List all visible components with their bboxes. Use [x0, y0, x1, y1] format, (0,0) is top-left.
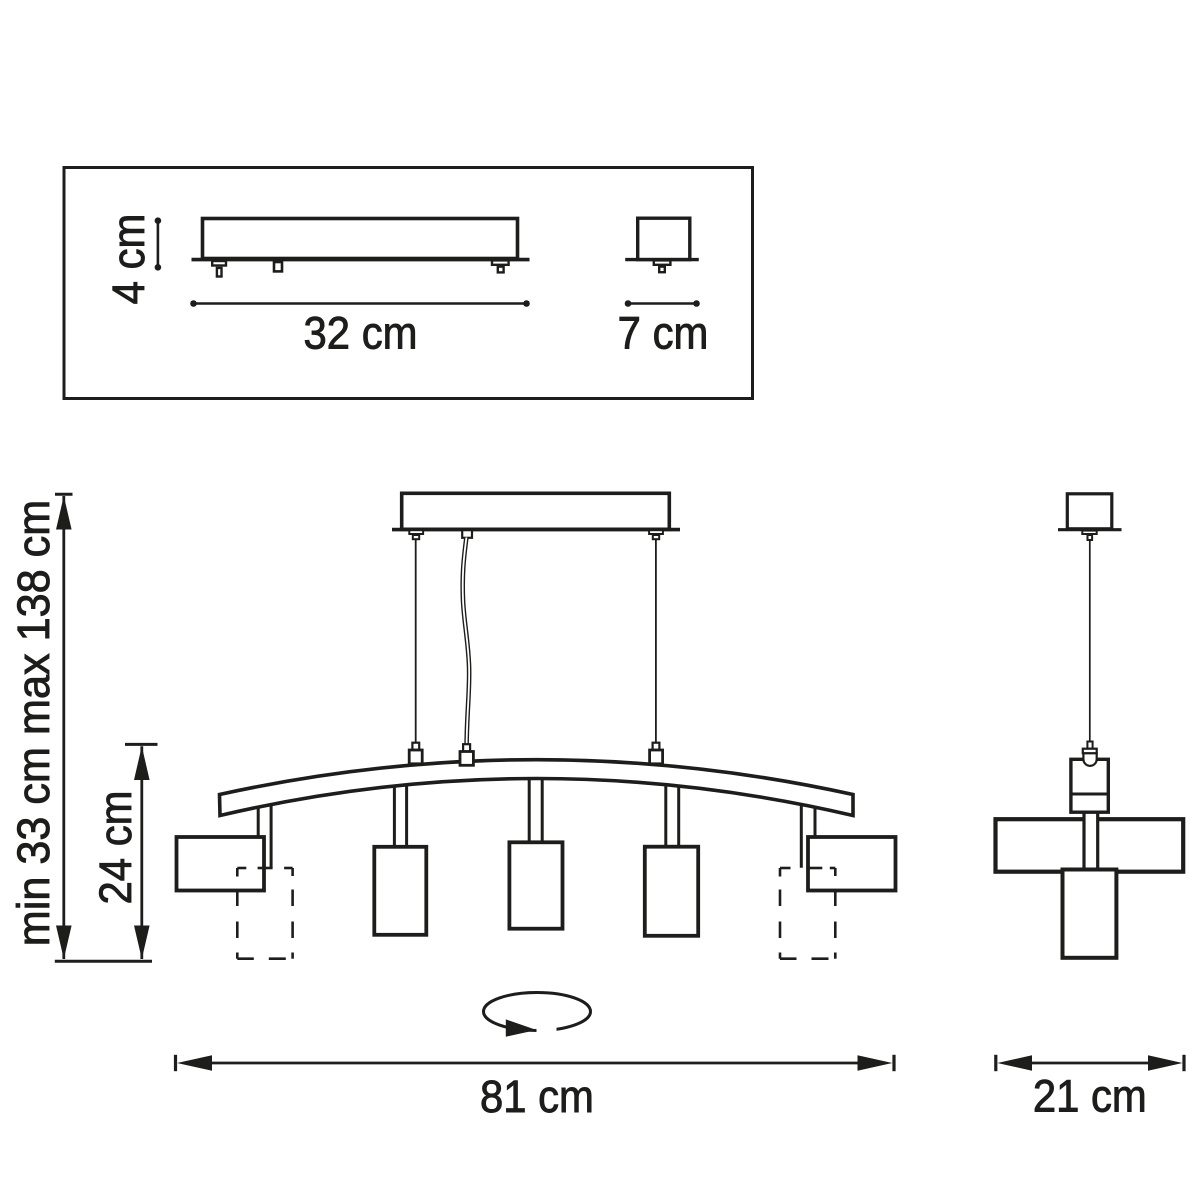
svg-text:4 cm: 4 cm — [105, 214, 155, 305]
svg-text:81 cm: 81 cm — [480, 1072, 594, 1122]
svg-text:7 cm: 7 cm — [618, 309, 709, 359]
svg-text:32 cm: 32 cm — [304, 309, 418, 359]
svg-text:24 cm: 24 cm — [92, 791, 142, 905]
svg-text:min 33 cm max 138 cm: min 33 cm max 138 cm — [9, 500, 59, 946]
svg-text:21 cm: 21 cm — [1033, 1072, 1147, 1122]
